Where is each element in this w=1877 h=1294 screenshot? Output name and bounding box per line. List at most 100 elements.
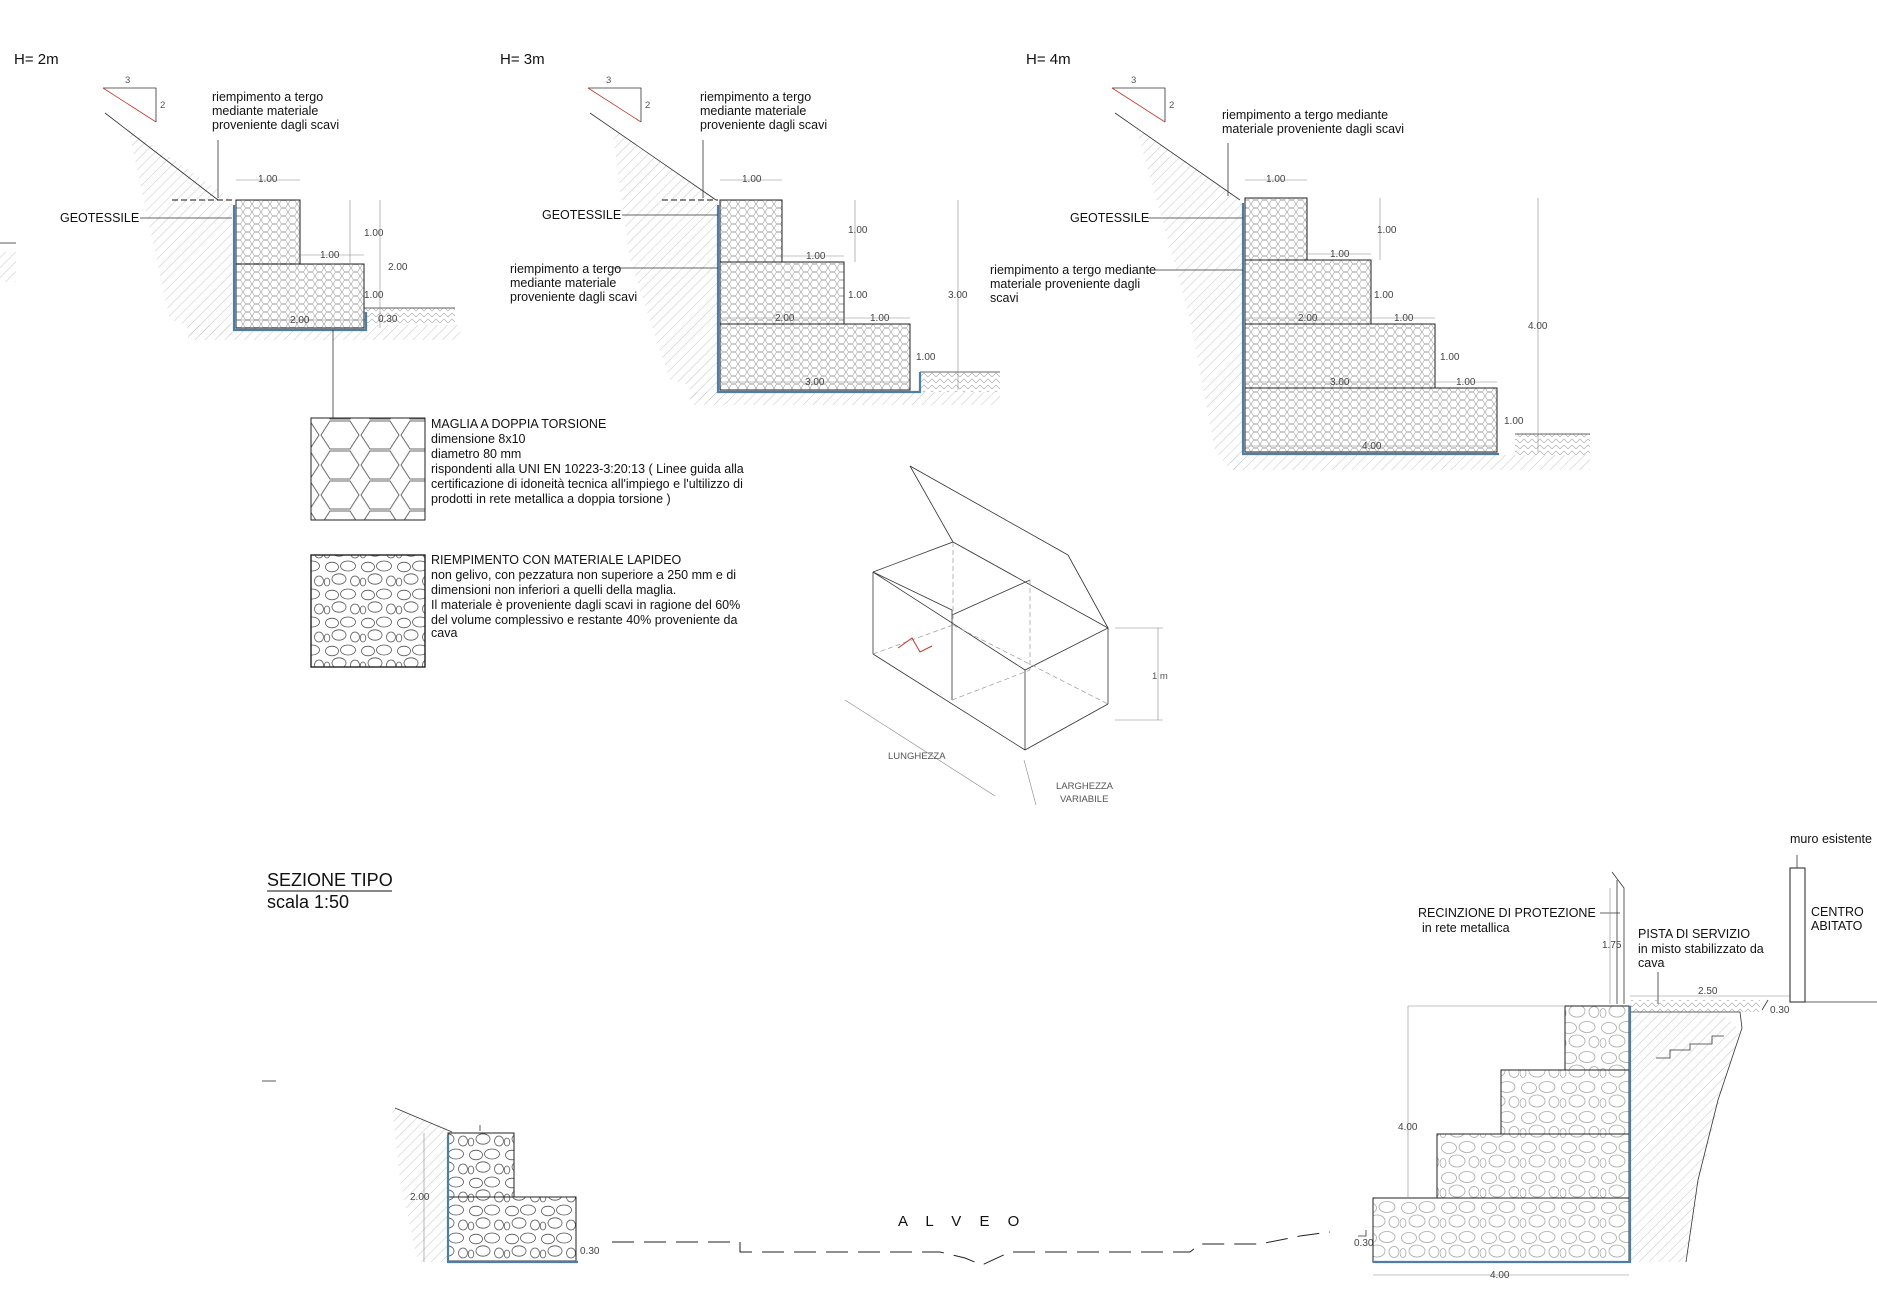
dimension-label: 1.00 [742, 174, 762, 185]
geotextile-line [1241, 203, 1499, 456]
svg-text:proveniente dagli scavi: proveniente dagli scavi [212, 118, 339, 132]
legend-mesh-title: MAGLIA A DOPPIA TORSIONE [431, 417, 606, 431]
dimension-label: 4.00 [1528, 321, 1548, 332]
dimension-label: 1.75 [1602, 940, 1622, 951]
svg-text:materiale proveniente dagli: materiale proveniente dagli [990, 277, 1140, 291]
dimension-label: 1.00 [364, 290, 384, 301]
gabion-block [235, 199, 301, 265]
dimension-label: 1.00 [1394, 313, 1414, 324]
service-track-label: PISTA DI SERVIZIO [1638, 927, 1750, 941]
mesh-swatch [310, 417, 426, 521]
typical-section: SEZIONE TIPO scala 1:50 2.00 0.30 A L V … [262, 832, 1877, 1281]
svg-text:materiale proveniente dagli sc: materiale proveniente dagli scavi [1222, 122, 1404, 136]
soil-wedge [612, 128, 718, 400]
dimension-label: 3.00 [1330, 377, 1350, 388]
gabion-block [1244, 387, 1498, 453]
geotextile-line [446, 1135, 578, 1264]
section-h2: H= 2m 3 2 riempimento a tergo mediante m… [14, 51, 460, 418]
svg-text:del volume complessivo e resta: del volume complessivo e restante 40% pr… [431, 613, 737, 627]
left-soil [392, 1108, 448, 1262]
svg-text:in rete metallica: in rete metallica [1422, 921, 1510, 935]
existing-wall [1789, 867, 1806, 1003]
svg-text:proveniente dagli scavi: proveniente dagli scavi [510, 290, 637, 304]
dimension-label: 1.00 [320, 250, 340, 261]
backfill-note: riempimento a tergo mediante [1222, 108, 1388, 122]
section-h3: H= 3m 3 2 riempimento a tergo mediante m… [500, 51, 1000, 405]
geotextile-label: GEOTESSILE [60, 211, 139, 225]
box-width-label: LARGHEZZA [1056, 781, 1114, 792]
slope-ratio-run: 3 [606, 75, 611, 86]
slope-ratio-rise: 2 [645, 100, 650, 111]
dimension-label: 1.00 [1330, 249, 1350, 260]
dimension-label: 1.00 [848, 225, 868, 236]
geotextile-line [1373, 1006, 1632, 1264]
existing-wall-label: muro esistente [1790, 832, 1872, 846]
slope-line [104, 112, 219, 201]
gabion-block [719, 261, 845, 325]
dimension-label: 2.00 [775, 313, 795, 324]
dimension-label: 2.50 [1698, 986, 1718, 997]
box-height-label: 1 m [1152, 671, 1168, 682]
backfill-note-side: riempimento a tergo mediante [990, 263, 1156, 277]
svg-text:non gelivo, con pezzatura non: non gelivo, con pezzatura non superiore … [431, 568, 736, 582]
section-h3-title: H= 3m [500, 51, 545, 68]
slope-ratio-triangle [588, 87, 642, 122]
svg-text:dimensioni non inferiori a que: dimensioni non inferiori a quelli della … [431, 583, 676, 597]
fence-label: RECINZIONE DI PROTEZIONE [1418, 906, 1596, 920]
dimension-label: 4.00 [1362, 441, 1382, 452]
svg-text:proveniente dagli scavi: proveniente dagli scavi [700, 118, 827, 132]
soil-wedge [1136, 128, 1242, 470]
gabion-block [447, 1196, 577, 1262]
geotextile-label: GEOTESSILE [1070, 211, 1149, 225]
gabion-block [1436, 1133, 1630, 1199]
dimension-label: 1.00 [870, 313, 890, 324]
box-length-label: LUNGHEZZA [888, 751, 946, 762]
slope-line [1114, 112, 1241, 201]
svg-text:Il materiale è proveniente dag: Il materiale è proveniente dagli scavi i… [431, 598, 740, 612]
geotextile-line [716, 205, 922, 394]
gabion-block [1564, 1005, 1630, 1071]
gabion-block [1500, 1069, 1630, 1135]
svg-text:prodotti in rete metallica a d: prodotti in rete metallica a doppia tors… [431, 492, 671, 506]
dimension-label: 0.30 [378, 314, 398, 325]
dimension-label: 1.00 [1266, 174, 1286, 185]
dimension-label: 1.00 [1504, 416, 1524, 427]
right-soil [1628, 1012, 1740, 1262]
dimension-label: 1.00 [364, 228, 384, 239]
section-h4: H= 4m 3 2 riempimento a tergo mediante m… [990, 51, 1590, 470]
slope-ratio-run: 3 [125, 75, 130, 86]
slope-ratio-triangle [1112, 87, 1166, 122]
svg-text:diametro 80 mm: diametro 80 mm [431, 447, 521, 461]
typical-section-title: SEZIONE TIPO [267, 870, 393, 890]
section-h4-title: H= 4m [1026, 51, 1071, 68]
svg-text:scavi: scavi [990, 291, 1018, 305]
svg-text:rispondenti alla UNI EN 10223-: rispondenti alla UNI EN 10223-3:20:13 ( … [431, 462, 744, 476]
dimension-label: 1.00 [1374, 290, 1394, 301]
svg-text:cava: cava [1638, 956, 1664, 970]
riverbed-profile [612, 1231, 1331, 1266]
dimension-label: 4.00 [1398, 1122, 1418, 1133]
dimension-label: 4.00 [1490, 1270, 1510, 1281]
dimension-label: 2.00 [388, 262, 408, 273]
dimension-label: 1.00 [1456, 377, 1476, 388]
svg-text:ABITATO: ABITATO [1811, 919, 1863, 933]
dimension-label: 0.30 [1770, 1005, 1790, 1016]
mesh-detail-mark [897, 637, 933, 653]
svg-text:in misto stabilizzato da: in misto stabilizzato da [1638, 942, 1764, 956]
gabion-block [719, 323, 911, 391]
svg-text:mediante materiale: mediante materiale [510, 276, 616, 290]
dimension-label: 1.00 [1377, 225, 1397, 236]
legend-stone-title: RIEMPIMENTO CON MATERIALE LAPIDEO [431, 553, 682, 567]
gabion-box-isometric: 1 m LUNGHEZZA LARGHEZZA VARIABILE [844, 465, 1168, 806]
slope-ratio-rise: 2 [160, 100, 165, 111]
gabion-block [1372, 1197, 1630, 1263]
geotextile-line [232, 205, 368, 332]
riverbed-label: A L V E O [898, 1213, 1026, 1230]
dimension-label: 1.00 [1440, 352, 1460, 363]
dimension-label: 1.00 [916, 352, 936, 363]
dimension-label: 2.00 [410, 1192, 430, 1203]
gabion-block [1244, 197, 1308, 261]
backfill-note: riempimento a tergo [212, 90, 323, 104]
svg-text:certificazione di idoneità tec: certificazione di idoneità tecnica all'i… [431, 477, 743, 491]
